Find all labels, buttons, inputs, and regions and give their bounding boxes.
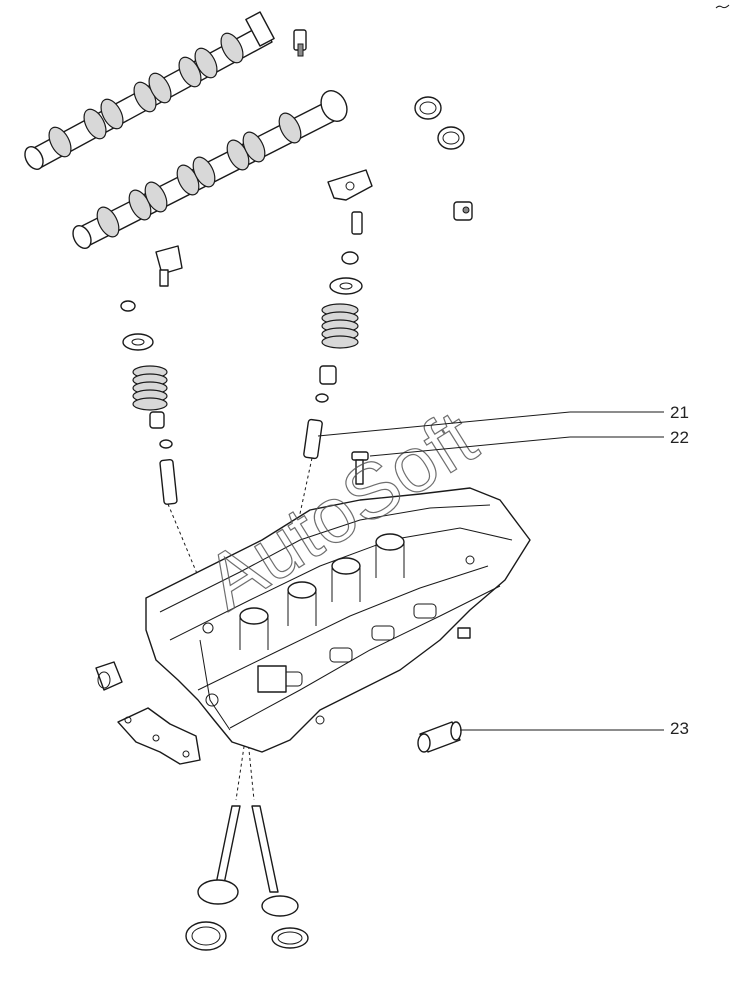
camshaft-bushing: [95, 661, 123, 691]
leader-line-22: [369, 436, 571, 457]
dowel-pin: [457, 627, 471, 639]
valve-seat-insert-exhaust: [271, 927, 309, 949]
valve-spring-retainer-left: [122, 333, 154, 351]
camshaft-seal-rings: [414, 96, 465, 150]
valve-stem-seal-left: [149, 411, 165, 429]
cylinder-head: [145, 487, 531, 753]
valve-guide-right: [303, 418, 323, 460]
intake-camshaft: [24, 11, 275, 170]
exhaust-valve: [251, 805, 299, 917]
valve-guide-left: [159, 458, 178, 505]
corner-mark: [715, 4, 730, 9]
exhaust-camshaft: [72, 90, 348, 249]
leader-line-21: [317, 411, 571, 437]
valve-stem-seal-right: [319, 365, 337, 385]
valve-spring-retainer-right: [329, 277, 363, 295]
valve-seat-insert-intake: [185, 921, 227, 951]
intake-valve: [197, 805, 241, 905]
retaining-clip: [453, 201, 473, 221]
valve-keepers-right: [341, 251, 359, 265]
cam-position-sensor: [293, 29, 307, 57]
cylinder-head-bolt: [351, 451, 369, 485]
valve-spring-left: [132, 365, 168, 411]
callout-22: 22: [369, 428, 689, 457]
alignment-line-valve-1: [235, 739, 246, 801]
callout-label-23: 23: [670, 719, 689, 738]
alignment-line-valve-2: [247, 739, 255, 801]
valve-spring-right: [321, 303, 359, 349]
valve-keepers-left: [120, 300, 136, 312]
front-cover-block: [257, 665, 287, 693]
callout-21: 21: [317, 403, 689, 437]
callout-23: 23: [460, 719, 689, 738]
temperature-sensor: [155, 245, 183, 287]
spark-plug-tube: [417, 721, 462, 753]
callout-label-21: 21: [670, 403, 689, 422]
rocker-arm: [327, 169, 373, 201]
spring-seat-left: [159, 439, 173, 449]
cover-gasket: [117, 707, 201, 765]
callout-label-22: 22: [670, 428, 689, 447]
spring-seat-right: [315, 393, 329, 403]
lash-adjuster: [351, 211, 363, 235]
